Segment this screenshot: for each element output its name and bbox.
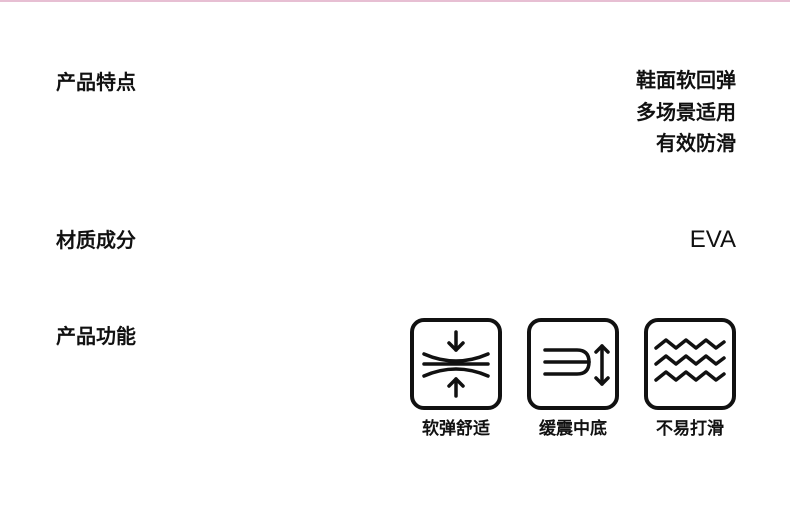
function-icons-row: 软弹舒适 缓震中底 不易打滑 (408, 318, 738, 448)
feature-line-1: 鞋面软回弹 (636, 68, 736, 92)
cushioning-midsole-icon (527, 318, 619, 410)
product-functions-label: 产品功能 (56, 324, 136, 348)
feature-line-3: 有效防滑 (656, 131, 736, 155)
product-features-values: 鞋面软回弹 多场景适用 有效防滑 (636, 65, 736, 160)
top-accent-border (0, 0, 790, 2)
material-value: EVA (689, 226, 736, 253)
product-features-label: 产品特点 (56, 70, 136, 94)
feature-line-2: 多场景适用 (636, 99, 736, 124)
function-item-soft-rebound: 软弹舒适 (408, 318, 508, 439)
anti-slip-icon (644, 318, 736, 410)
function-item-anti-slip: 不易打滑 (642, 318, 742, 439)
soft-rebound-icon (410, 318, 502, 410)
function-item-cushioning: 缓震中底 (525, 318, 625, 439)
function-label-anti-slip: 不易打滑 (656, 419, 724, 439)
function-label-cushioning: 缓震中底 (539, 419, 607, 439)
function-label-soft-rebound: 软弹舒适 (422, 419, 490, 439)
material-label: 材质成分 (56, 228, 136, 252)
